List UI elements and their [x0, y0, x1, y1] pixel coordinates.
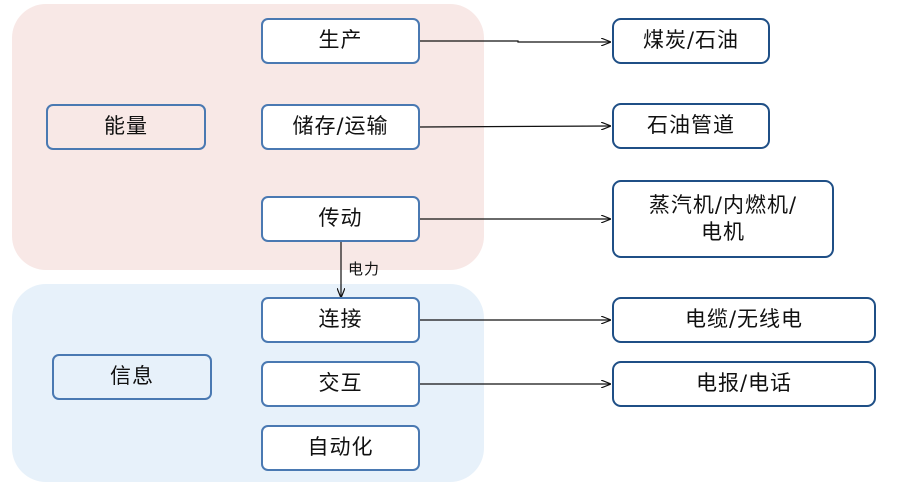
arrow-storage-to-pipeline [419, 126, 610, 127]
output-oil-pipeline: 石油管道 [612, 103, 770, 149]
stage-storage-transport: 储存/运输 [261, 104, 420, 150]
stage-connection: 连接 [261, 297, 420, 343]
output-coal-oil: 煤炭/石油 [612, 18, 770, 64]
stage-interaction: 交互 [261, 361, 420, 407]
stage-production: 生产 [261, 18, 420, 64]
output-cable-radio: 电缆/无线电 [612, 297, 876, 343]
output-engines: 蒸汽机/内燃机/ 电机 [612, 180, 834, 258]
info-group-label: 信息 [52, 354, 212, 400]
stage-automation: 自动化 [261, 425, 420, 471]
edge-label-electricity: 电力 [348, 260, 381, 278]
stage-transmission: 传动 [261, 196, 420, 242]
energy-group-label: 能量 [46, 104, 206, 150]
output-telegraph-telephone: 电报/电话 [612, 361, 876, 407]
arrow-production-to-coal [420, 41, 610, 42]
